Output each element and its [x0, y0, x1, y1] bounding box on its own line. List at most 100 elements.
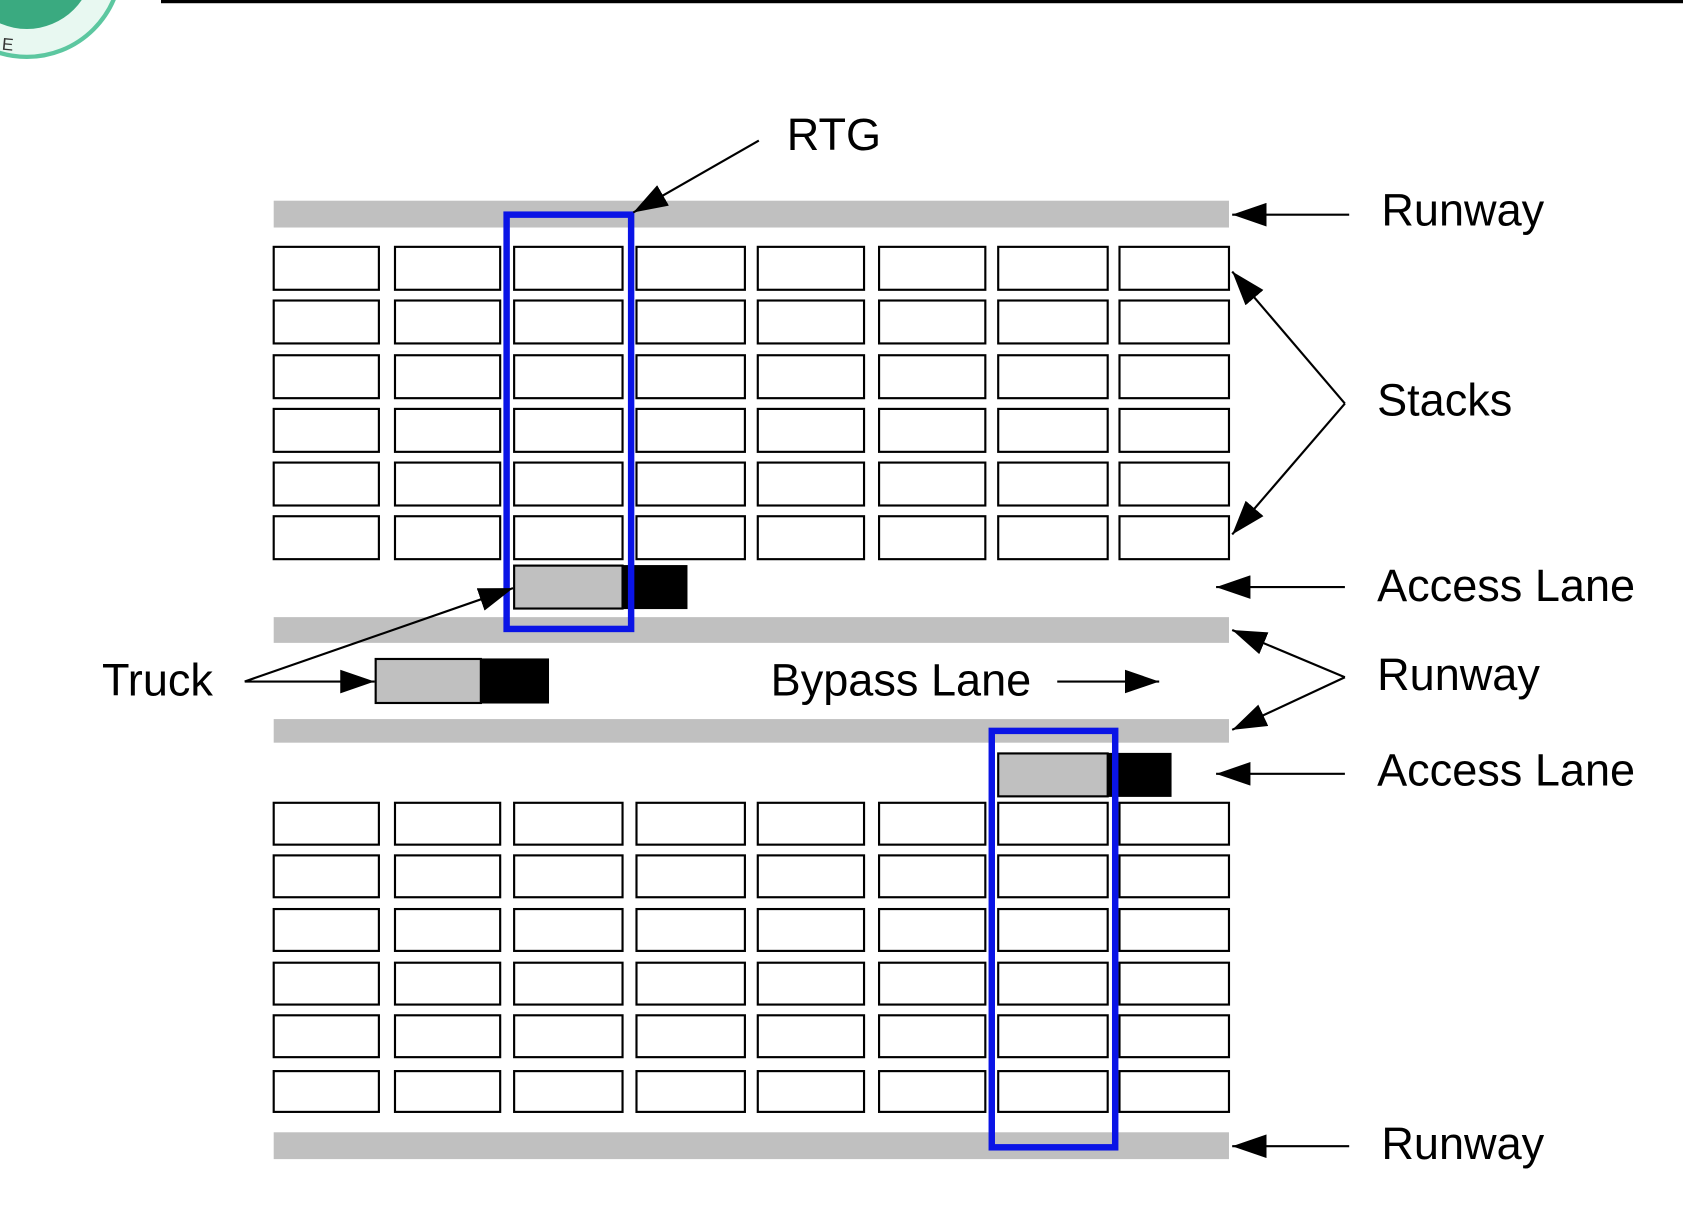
- stack-slot: [997, 407, 1109, 453]
- stack-slot: [756, 801, 866, 846]
- annotations: [244, 139, 1350, 1159]
- stack-slot: [393, 961, 502, 1006]
- stack-slot: [393, 461, 502, 507]
- stack-slot: [272, 801, 380, 846]
- stack-slot: [635, 354, 746, 400]
- stack-slot: [877, 801, 987, 846]
- stack-slot: [756, 1014, 866, 1059]
- stack-slot: [1118, 515, 1231, 561]
- stack-slot: [393, 907, 502, 952]
- stack-slot: [393, 407, 502, 453]
- stacks-arrow-down: [1231, 402, 1346, 536]
- stack-slot: [1118, 461, 1231, 507]
- truck-body: [997, 752, 1109, 798]
- stack-slot: [877, 907, 987, 952]
- stack-slot: [513, 407, 624, 453]
- stack-slot: [635, 961, 746, 1006]
- stack-slot: [756, 907, 866, 952]
- stack-slot: [877, 407, 987, 453]
- stack-slot: [272, 354, 380, 400]
- logo: NGELE: [0, 0, 116, 60]
- stack-slot: [1118, 1070, 1231, 1113]
- stack-slot: [393, 854, 502, 899]
- truck-arrow-upper: [244, 587, 514, 683]
- stack-slot: [997, 515, 1109, 561]
- stack-slot: [1118, 961, 1231, 1006]
- stack-slot: [877, 245, 987, 291]
- stack-slot: [997, 245, 1109, 291]
- stack-slot: [513, 515, 624, 561]
- runway-bottom-label: Runway: [1381, 1118, 1544, 1169]
- stack-slot: [877, 515, 987, 561]
- stack-slot: [272, 515, 380, 561]
- stack-slot: [513, 245, 624, 291]
- stack-slot: [393, 515, 502, 561]
- stack-slot: [513, 354, 624, 400]
- stack-slot: [877, 961, 987, 1006]
- access-lane-bottom-label: Access Lane: [1377, 745, 1635, 796]
- stack-slot: [393, 1014, 502, 1059]
- truck-body: [374, 657, 482, 705]
- stack-slot: [877, 354, 987, 400]
- stack-slot: [997, 1070, 1109, 1113]
- stacks-arrow-up: [1231, 270, 1346, 405]
- stack-slot: [635, 854, 746, 899]
- stack-slot: [393, 245, 502, 291]
- stack-slot: [393, 354, 502, 400]
- stack-slot: [997, 354, 1109, 400]
- stack-slot: [997, 801, 1109, 846]
- rtg-arrow: [632, 139, 760, 214]
- stack-slot: [997, 907, 1109, 952]
- stack-slot: [877, 299, 987, 345]
- runway-0: [273, 200, 1229, 228]
- stack-slot: [1118, 354, 1231, 400]
- runway-1: [273, 617, 1229, 643]
- stack-slot: [513, 961, 624, 1006]
- rtg-crane: [503, 211, 635, 633]
- stack-slot: [272, 245, 380, 291]
- stack-slot: [997, 854, 1109, 899]
- stack-slot: [513, 461, 624, 507]
- runway-top-label: Runway: [1381, 184, 1544, 235]
- stack-slot: [997, 961, 1109, 1006]
- stack-slot: [1118, 407, 1231, 453]
- stack-slot: [756, 407, 866, 453]
- stack-slot: [272, 407, 380, 453]
- stack-slot: [997, 1014, 1109, 1059]
- stack-slot: [756, 461, 866, 507]
- stack-slot: [756, 854, 866, 899]
- stack-slot: [393, 801, 502, 846]
- stack-slot: [635, 299, 746, 345]
- stack-slot: [1118, 245, 1231, 291]
- stack-slot: [877, 1014, 987, 1059]
- runway-middle-label: Runway: [1377, 649, 1540, 700]
- stacks-label: Stacks: [1377, 374, 1512, 425]
- stack-slot: [513, 1014, 624, 1059]
- stack-slot: [1118, 299, 1231, 345]
- header-rule: [161, 0, 1683, 4]
- stack-slot: [513, 907, 624, 952]
- stack-slot: [877, 461, 987, 507]
- stack-slot: [272, 961, 380, 1006]
- truck-body: [513, 564, 624, 610]
- stack-slot: [1118, 801, 1231, 846]
- runway-middle-arrow-down: [1231, 676, 1346, 731]
- stack-slot: [513, 1070, 624, 1113]
- stack-slot: [635, 1014, 746, 1059]
- stack-slot: [513, 854, 624, 899]
- stack-slot: [997, 461, 1109, 507]
- stack-slot: [877, 1070, 987, 1113]
- stack-slot: [272, 299, 380, 345]
- rtg-crane: [988, 727, 1119, 1151]
- runway-middle-arrow-up: [1231, 629, 1346, 679]
- stack-slot: [756, 1070, 866, 1113]
- stack-slot: [756, 354, 866, 400]
- stack-slot: [635, 245, 746, 291]
- stack-slot: [1118, 907, 1231, 952]
- stack-slot: [635, 907, 746, 952]
- stack-slot: [272, 1070, 380, 1113]
- stack-slot: [393, 1070, 502, 1113]
- stack-slot: [635, 515, 746, 561]
- stack-slot: [513, 801, 624, 846]
- stack-slot: [635, 461, 746, 507]
